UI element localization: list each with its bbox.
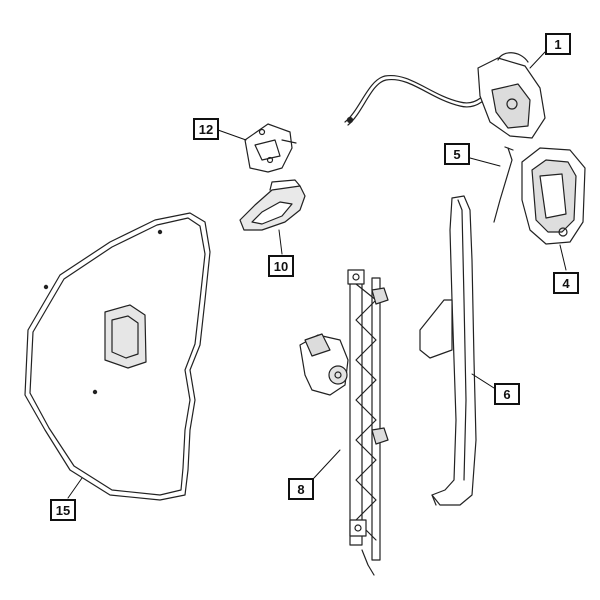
- callout-label: 5: [453, 146, 461, 162]
- linkage-rod: [493, 146, 514, 223]
- callout-5: 5: [444, 143, 470, 165]
- outside-door-handle: [521, 147, 586, 245]
- callout-label: 1: [554, 36, 562, 52]
- leader-line-5: [469, 157, 501, 167]
- leader-line-1: [529, 51, 546, 69]
- callout-1: 1: [545, 33, 571, 55]
- leader-line-8: [313, 449, 341, 479]
- callout-8: 8: [288, 478, 314, 500]
- callout-label: 6: [503, 386, 511, 402]
- inside-door-handle: [239, 179, 306, 231]
- callout-label: 8: [297, 481, 305, 497]
- callout-4: 4: [553, 272, 579, 294]
- callout-12: 12: [193, 118, 219, 140]
- callout-label: 10: [273, 258, 289, 274]
- glass-run-channel: [419, 195, 477, 506]
- door-latch: [344, 52, 546, 139]
- leader-line-4: [559, 244, 567, 271]
- leader-line-6: [471, 373, 495, 389]
- callout-label: 15: [55, 502, 71, 518]
- leader-line-12: [217, 129, 247, 141]
- leader-line-15: [67, 477, 83, 499]
- callout-6: 6: [494, 383, 520, 405]
- callout-15: 15: [50, 499, 76, 521]
- bracket: [244, 123, 297, 173]
- callout-10: 10: [268, 255, 294, 277]
- callout-label: 4: [562, 275, 570, 291]
- leader-line-10: [278, 229, 283, 255]
- callout-label: 12: [198, 121, 214, 137]
- watershield-panel: [24, 212, 211, 501]
- window-regulator: [299, 269, 389, 576]
